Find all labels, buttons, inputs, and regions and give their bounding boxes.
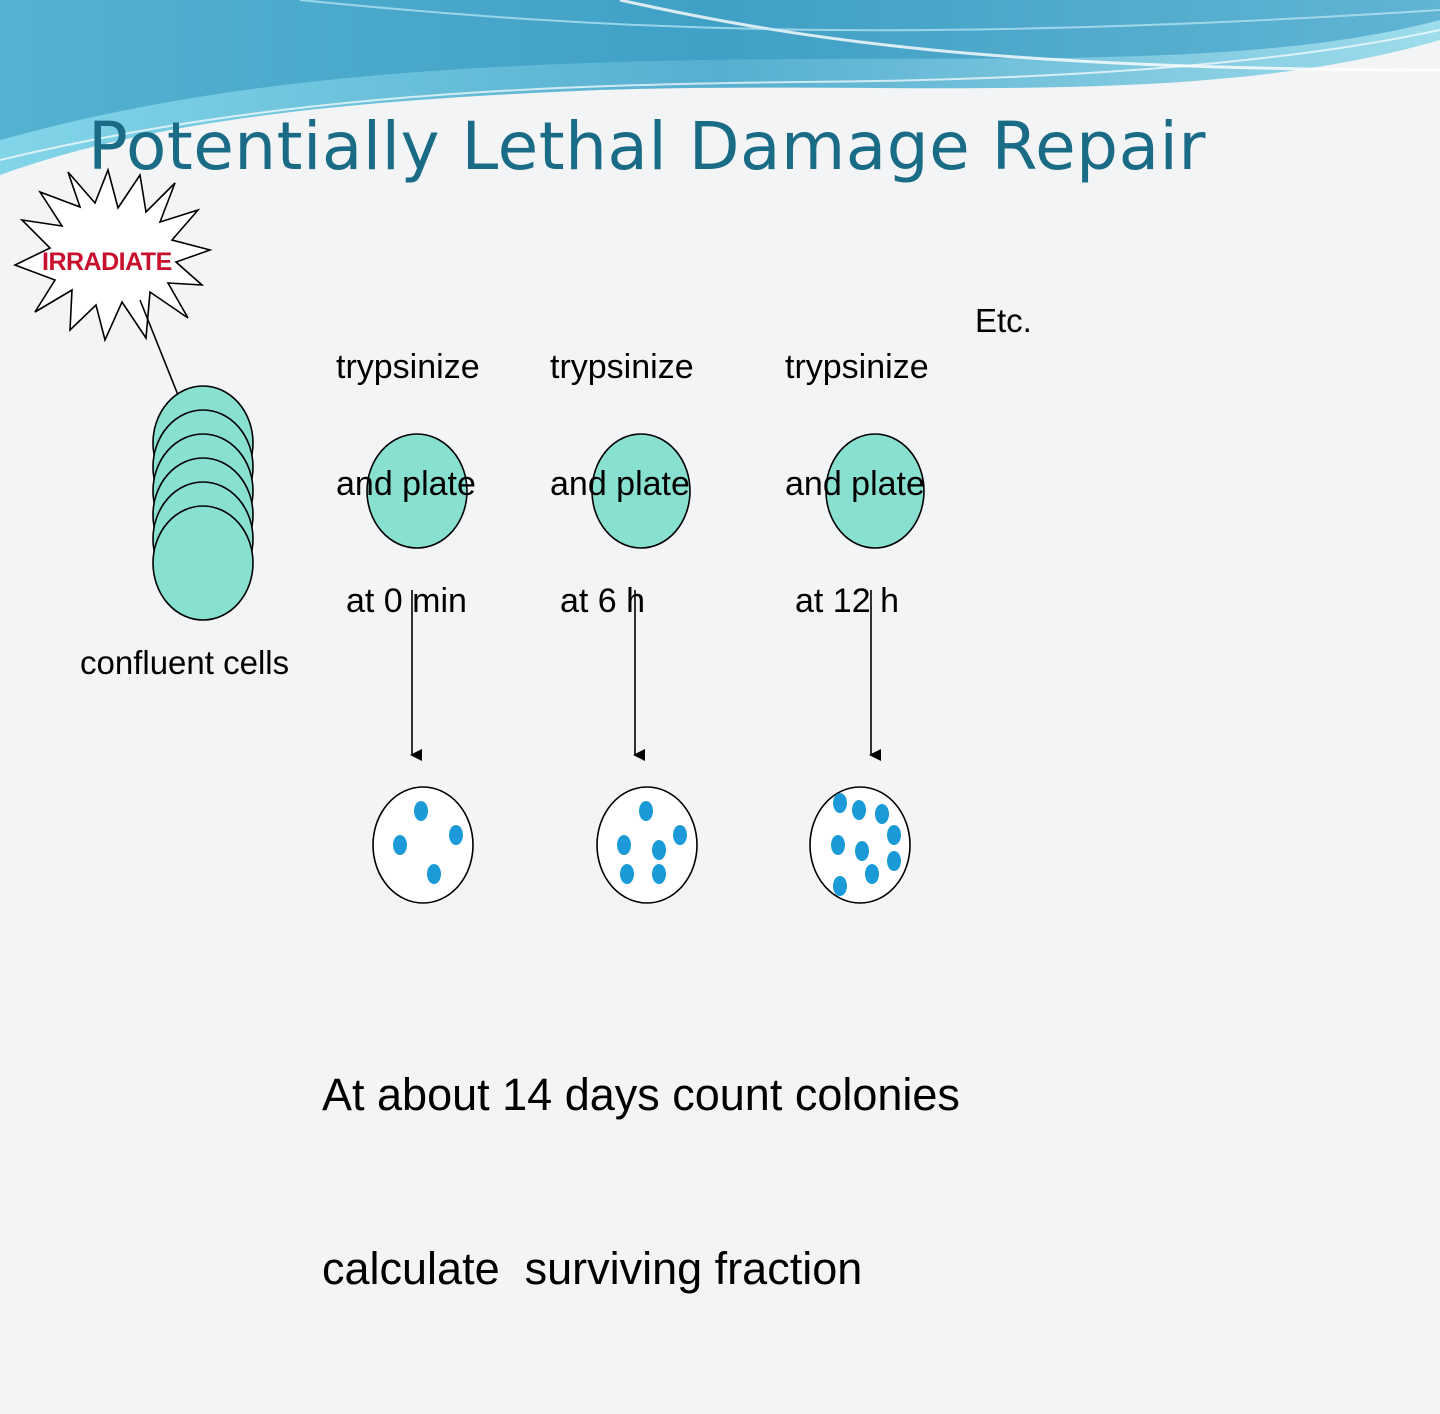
colony [620,864,634,884]
slide-title: Potentially Lethal Damage Repair [88,108,1206,185]
step-line: and plate [336,465,476,503]
footer-line-2: calculate surviving fraction [322,1243,863,1294]
colony [652,864,666,884]
irradiate-label: IRRADIATE [42,248,172,276]
colony [393,835,407,855]
colony [887,825,901,845]
etc-label: Etc. [975,302,1032,339]
colony-dish-0min [372,786,474,904]
colony [855,841,869,861]
plated-dish-12h [825,433,925,549]
step-label-12h: trypsinize and plate at 12 h [785,270,929,699]
confluent-cells-label: confluent cells [80,644,290,681]
irradiate-burst [12,167,213,343]
step-line: trypsinize [336,348,480,386]
colony [652,840,666,860]
colony-dish-6h [596,786,698,904]
colony [617,835,631,855]
step-line: at 12 h [795,582,899,620]
colony [639,801,653,821]
step-line: trypsinize [785,348,929,386]
slide: Potentially Lethal Damage Repair IRRADIA… [0,0,1440,1294]
header-wave [0,0,1440,175]
step-line: trypsinize [550,348,694,386]
stacked-dish [152,505,254,621]
colony [865,864,879,884]
colony [414,801,428,821]
colony [852,800,866,820]
colony [833,876,847,896]
footer-line-1: At about 14 days count colonies [322,1069,960,1120]
burst-pointer-line [139,299,179,396]
colony [887,851,901,871]
colony [831,835,845,855]
slide-artwork [0,0,1440,904]
colony [427,864,441,884]
confluent-cell-stack [152,385,254,621]
colony [673,825,687,845]
colony [833,793,847,813]
plated-dish-6h [591,433,691,549]
plated-dish-0min [366,433,468,549]
colony [449,825,463,845]
step-line: and plate [550,465,690,503]
step-line: at 6 h [560,582,646,620]
step-label-6h: trypsinize and plate at 6 h [550,270,694,699]
colony [875,804,889,824]
step-label-0min: trypsinize and plate at 0 min [336,270,480,699]
footer-text: At about 14 days count colonies calculat… [322,950,960,1414]
step-line: and plate [785,465,925,503]
colony-dish-12h [809,786,911,904]
step-line: at 0 min [346,582,467,620]
